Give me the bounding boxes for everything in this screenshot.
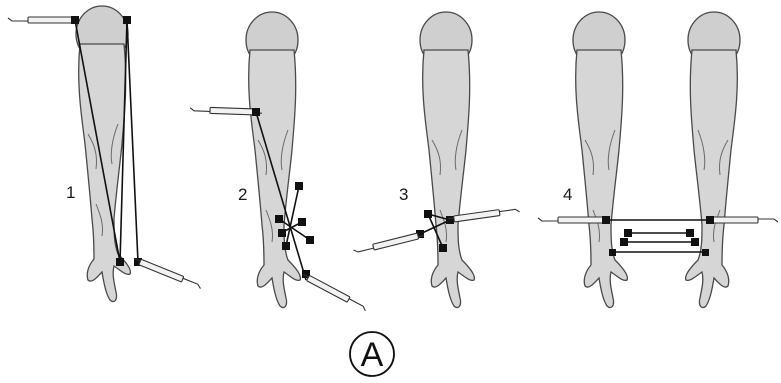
arm-figure: [246, 12, 300, 308]
panel-label: 4: [563, 185, 572, 204]
panel-3: 3: [353, 12, 520, 308]
landmark-marker: [123, 16, 131, 24]
landmark-marker: [282, 242, 290, 250]
measurement-line: [127, 20, 138, 262]
landmark-marker: [702, 249, 709, 256]
panel-2: 2: [190, 12, 368, 312]
caption-letter: A: [361, 336, 384, 374]
landmark-marker: [624, 229, 632, 237]
panel-label: 3: [399, 185, 408, 204]
arm-figure: [76, 6, 130, 302]
landmark-marker: [686, 229, 694, 237]
arm-figure: [420, 12, 474, 308]
landmark-marker: [278, 229, 286, 237]
measuring-tool-icon: [133, 257, 202, 290]
arm-figure-right: [686, 12, 740, 308]
panel-1: 1: [8, 6, 202, 302]
landmark-marker: [691, 238, 699, 246]
landmark-marker: [439, 244, 447, 252]
measuring-tool-icon: [353, 232, 424, 255]
landmark-marker: [71, 16, 79, 24]
panel-label: 2: [238, 185, 247, 204]
landmark-marker: [602, 216, 610, 224]
landmark-marker: [306, 236, 314, 244]
panel-4: 4: [538, 12, 778, 308]
landmark-marker: [295, 182, 303, 190]
landmark-marker: [424, 210, 432, 218]
measuring-tool-icon: [301, 273, 367, 312]
landmark-marker: [275, 215, 283, 223]
figure-caption: A: [350, 332, 394, 376]
arm-figure-left: [573, 12, 627, 308]
landmark-marker: [620, 238, 628, 246]
landmark-marker: [116, 258, 124, 266]
landmark-marker: [298, 218, 306, 226]
measuring-tool-icon: [8, 17, 80, 23]
landmark-marker: [609, 249, 616, 256]
landmark-marker: [252, 108, 260, 116]
landmark-marker: [446, 216, 454, 224]
landmark-marker: [706, 216, 714, 224]
measuring-tool-icon: [706, 217, 778, 223]
measuring-tool-icon: [538, 217, 610, 223]
panel-label: 1: [66, 183, 75, 202]
